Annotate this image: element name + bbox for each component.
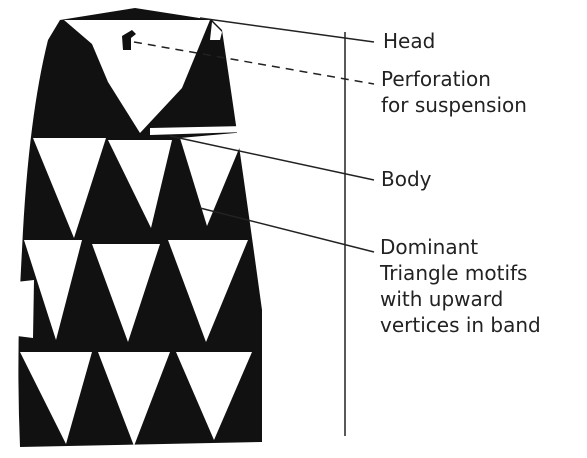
head-label-text: Head: [383, 28, 435, 54]
dominant-label-line-4: vertices in band: [380, 312, 541, 338]
perforation-label: Perforation for suspension: [381, 66, 527, 118]
body-label: Body: [381, 166, 432, 192]
body-label-text: Body: [381, 166, 432, 192]
dominant-label-line-2: Triangle motifs: [380, 260, 541, 286]
head-label: Head: [383, 28, 435, 54]
perforation-label-line-1: Perforation: [381, 66, 527, 92]
dominant-motif-label: Dominant Triangle motifs with upward ver…: [380, 234, 541, 338]
head-leader-line: [200, 18, 374, 42]
band2-side-notch: [16, 280, 34, 338]
perforation-label-line-2: for suspension: [381, 92, 527, 118]
dominant-label-line-1: Dominant: [380, 234, 541, 260]
dominant-label-line-3: with upward: [380, 286, 541, 312]
